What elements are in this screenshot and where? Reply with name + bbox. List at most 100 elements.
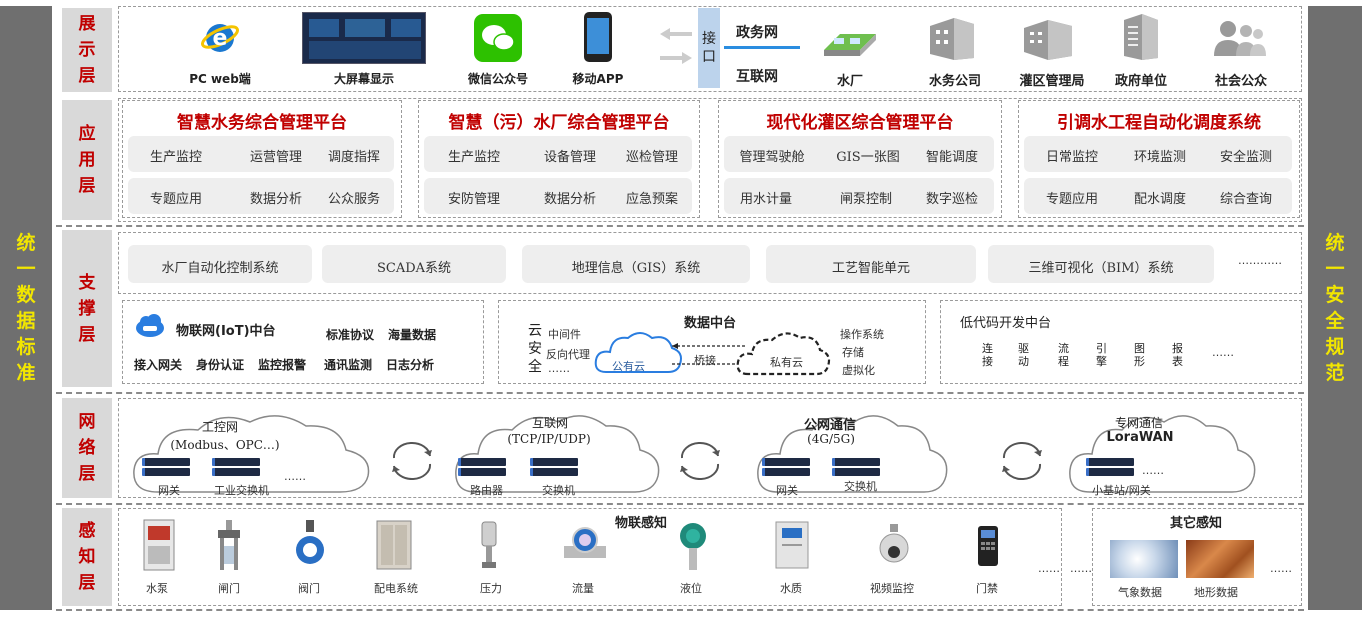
separator [56,503,1304,505]
app-cell[interactable]: 数据分析 [543,192,596,207]
support-system-label: SCADA系统 [376,261,452,276]
support-system[interactable] [128,245,312,283]
sense-item-label: 水质 [780,582,802,595]
app-cell[interactable]: 专题应用 [149,192,202,207]
iot-tag: 监控报警 [258,358,307,372]
app-cell-group [128,178,394,214]
other-sense-title: 其它感知 [1169,516,1222,531]
app-cell[interactable]: 配水调度 [1133,192,1186,207]
big-screen-icon [302,12,426,64]
app-cell[interactable]: 运营管理 [249,150,302,165]
app-platform-title: 引调水工程自动化调度系统 [1057,113,1261,133]
app-cell[interactable]: 设备管理 [543,150,596,165]
app-platform-2 [418,100,700,218]
base-station-server [1086,458,1134,478]
dc-right-item: 操作系统 [840,328,884,341]
weather-image [1110,540,1178,578]
app-cell[interactable]: 调度指挥 [327,150,380,165]
sense-item-label: 阀门 [298,582,320,595]
layer-label-text: 网络层 [78,412,96,484]
power-cabinet-icon [376,520,412,570]
network-device-label: 工业交换机 [214,484,269,497]
interface-box: 接口 [698,8,720,88]
support-system[interactable] [522,245,750,283]
app-cell[interactable]: 闸泵控制 [839,192,892,207]
app-cell[interactable]: 生产监控 [447,150,500,165]
dc-left-item: 反向代理 [546,348,590,361]
app-cell-group [424,178,692,214]
camera-icon [876,522,912,568]
layer-label-sense: 感知层 [62,508,112,606]
app-cell[interactable]: 应急预案 [625,192,678,207]
interface-label: 接口 [702,31,716,65]
iot-sense-title: 物联感知 [614,516,667,531]
sense-item-label: 闸门 [218,582,240,595]
app-cell[interactable]: 公众服务 [327,192,380,207]
app-cell[interactable]: 安全监测 [1219,150,1272,165]
display-item-label: PC web端 [189,72,251,86]
layer-label-display: 展示层 [62,8,112,92]
gateway-server [762,458,810,478]
app-cell[interactable]: 管理驾驶舱 [739,150,805,165]
pump-icon [140,518,178,572]
access-control-icon [976,524,1000,568]
support-system[interactable] [988,245,1214,283]
app-cell[interactable]: GIS一张图 [836,150,900,165]
building-icon [924,14,980,62]
private-cloud-label: 私有云 [770,356,803,369]
support-system[interactable] [322,245,506,283]
right-side-label: 统一安全规范 [1323,230,1347,386]
support-system-label: 工艺智能单元 [831,261,910,276]
public-cloud-icon [592,326,684,378]
support-system-label: 三维可视化（BIM）系统 [1028,261,1174,276]
app-cell[interactable]: 生产监控 [149,150,202,165]
data-center-title: 数据中台 [683,316,736,331]
app-cell[interactable]: 数字巡检 [925,192,978,207]
layer-label-text: 应用层 [78,124,96,196]
target-label: 社会公众 [1214,74,1267,89]
double-arrow-icon [656,24,696,68]
display-item-label: 大屏幕显示 [333,72,394,86]
gov-net-line [724,46,800,49]
iot-platform-box [122,300,484,384]
valve-icon [292,518,328,572]
app-platform-title: 智慧水务综合管理平台 [177,113,347,133]
app-cell[interactable]: 安防管理 [447,192,500,207]
app-platform-3 [718,100,1002,218]
sense-item-label: 门禁 [976,582,998,595]
display-item-label: 移动APP [572,72,624,86]
app-cell[interactable]: 智能调度 [925,150,978,165]
layer-label-text: 感知层 [78,521,96,593]
app-cell[interactable]: 综合查询 [1219,192,1272,207]
separator [56,225,1304,227]
layer-label-text: 支撑层 [78,272,96,345]
target-label: 政府单位 [1114,74,1167,89]
building-icon [1118,12,1162,62]
lowcode-title: 低代码开发中台 [960,316,1052,331]
dc-right-item: 存储 [842,346,864,359]
switch-server [212,458,260,478]
network-sub: (4G/5G) [807,432,855,446]
app-cell[interactable]: 专题应用 [1045,192,1098,207]
switch-server [530,458,578,478]
network-sub: (TCP/IP/UDP) [507,432,591,446]
lowcode-platform-box [940,300,1302,384]
app-cell[interactable]: 环境监测 [1133,150,1186,165]
app-cell[interactable]: 用水计量 [739,192,792,207]
support-systems-box [118,232,1302,294]
app-cell[interactable]: 数据分析 [249,192,302,207]
app-cell[interactable]: 巡检管理 [625,150,678,165]
dc-right-item: 虚拟化 [842,364,875,377]
app-cell[interactable]: 日常监控 [1045,150,1098,165]
lowcode-item: 报表 [1172,342,1183,368]
network-sub: LoraWAN [1106,430,1174,445]
water-plant-icon [820,20,880,60]
target-label: 灌区管理局 [1019,74,1085,89]
router-server [458,458,506,478]
support-system[interactable] [766,245,976,283]
other-sense-more: …… [1270,562,1292,575]
target-label: 水厂 [836,74,863,89]
app-platform-title: 智慧（污）水厂综合管理平台 [448,113,670,133]
app-layer-box [118,98,1302,222]
sense-item-label: 液位 [680,582,702,595]
